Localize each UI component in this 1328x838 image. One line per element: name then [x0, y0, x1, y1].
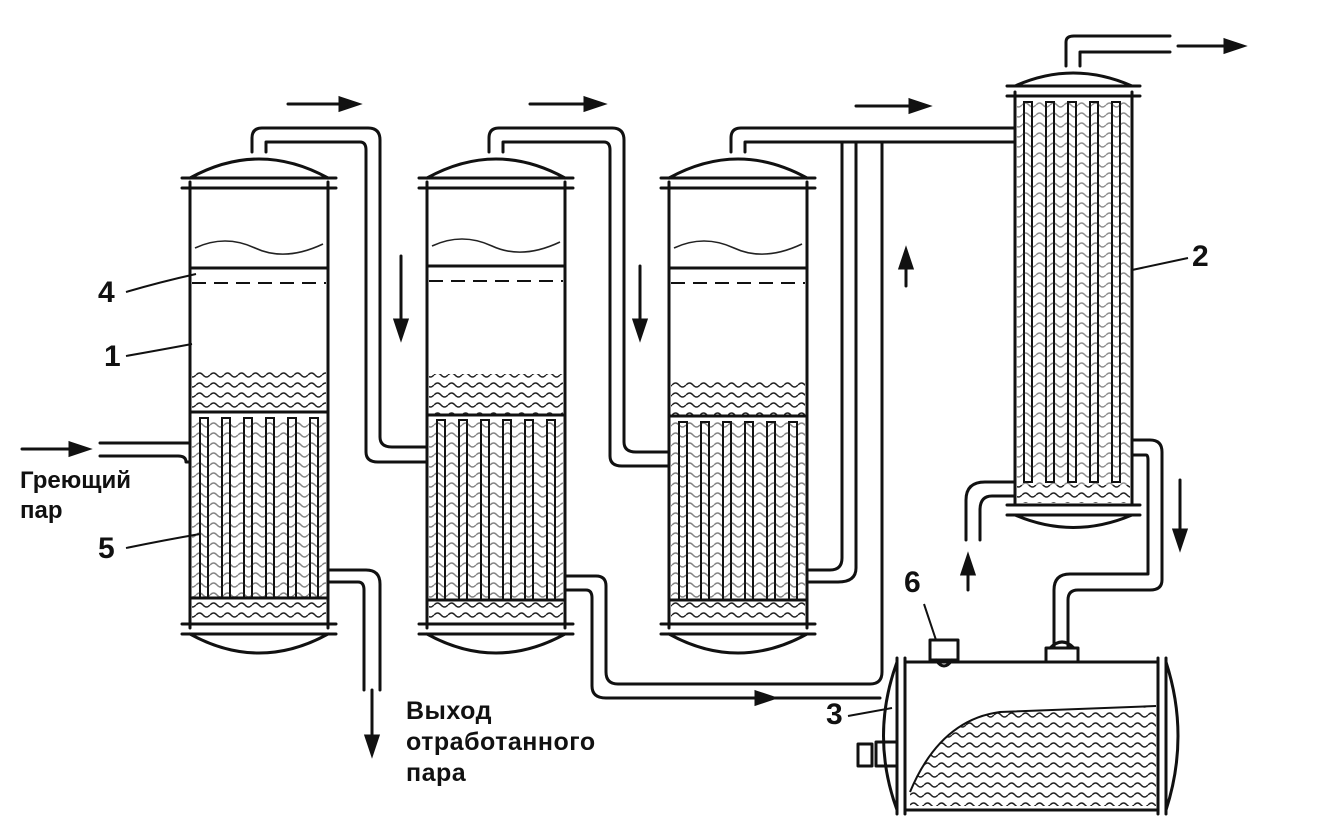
steam-inlet-label-line2: пар	[20, 497, 63, 524]
label-4: 4	[98, 276, 115, 309]
label-3: 3	[826, 698, 843, 731]
label-6: 6	[904, 566, 921, 599]
exhaust-label-line2: отработанного	[406, 728, 596, 756]
vapor-pipes	[98, 126, 1164, 700]
evaporator-2	[417, 157, 575, 655]
exhaust-label-line1: Выход	[406, 697, 492, 725]
evaporator-1	[180, 157, 338, 655]
leader-lines	[125, 257, 1189, 717]
label-5: 5	[98, 532, 115, 565]
evaporator-3	[659, 157, 817, 655]
condenser	[964, 34, 1172, 542]
steam-inlet-label-line1: Греющий	[20, 467, 131, 494]
flow-arrow-icon	[20, 37, 1248, 759]
label-1: 1	[104, 340, 121, 373]
exhaust-label-line3: пара	[406, 759, 467, 787]
label-2: 2	[1192, 240, 1209, 273]
receiver-tank	[856, 638, 1180, 816]
